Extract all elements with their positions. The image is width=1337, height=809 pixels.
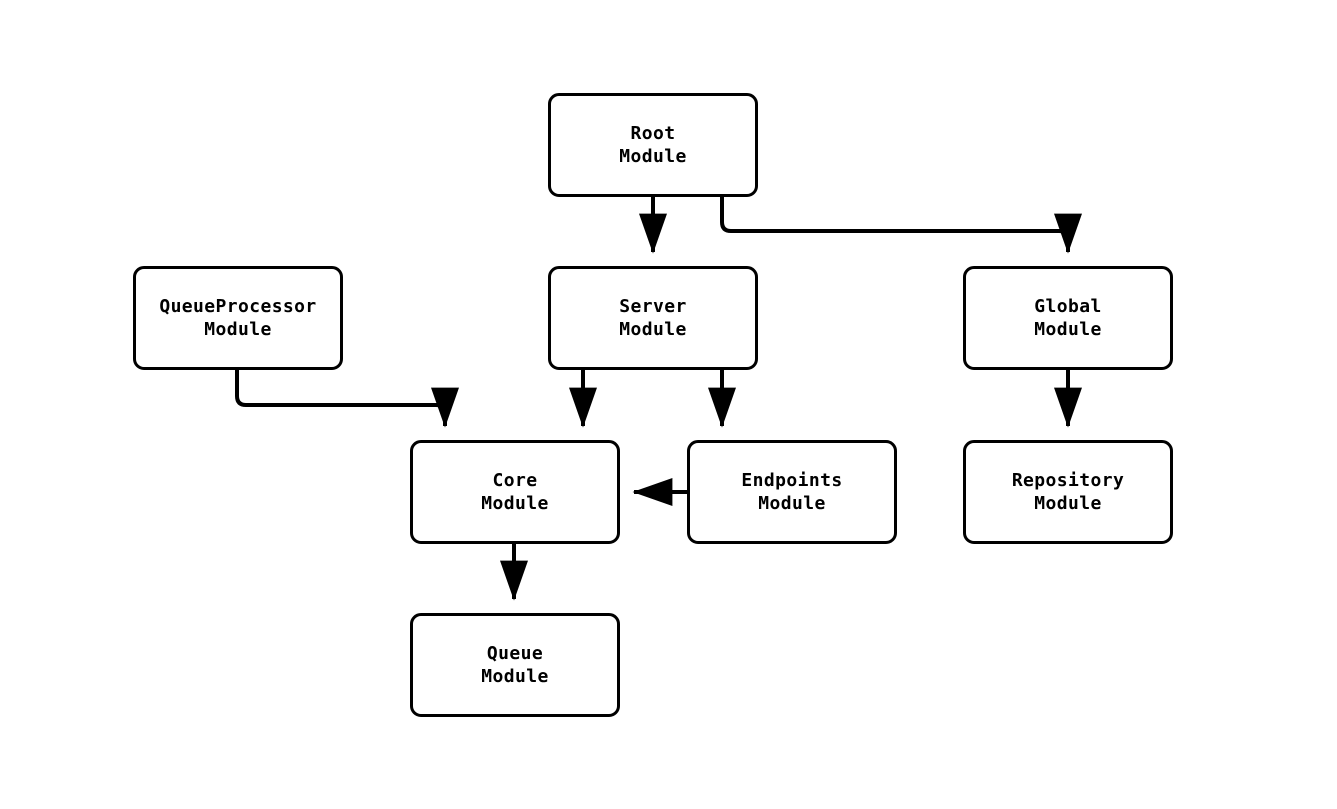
node-queueprocessor-label-line1: QueueProcessor [159, 296, 317, 317]
node-queueprocessor-label-line2: Module [204, 319, 272, 340]
node-server-label-line1: Server [619, 296, 687, 317]
node-core-label-line2: Module [481, 493, 549, 514]
node-repository-label-line2: Module [1034, 493, 1102, 514]
node-root-label-line2: Module [619, 146, 687, 167]
node-repository-label-line1: Repository [1011, 470, 1125, 491]
node-endpoints-label-line1: Endpoints [741, 470, 843, 491]
node-endpoints-label-line2: Module [758, 493, 826, 514]
node-global-label-line1: Global [1034, 296, 1102, 317]
node-root-label-line1: Root [630, 123, 676, 144]
edge-root-global [720, 197, 1082, 254]
edge-queueprocessor-core [235, 370, 459, 428]
node-server-label-line2: Module [619, 319, 687, 340]
node-global-label-line2: Module [1034, 319, 1102, 340]
node-queue-label-line1: Queue [486, 643, 544, 664]
node-queue-label-line2: Module [481, 666, 549, 687]
node-core-label-line1: Core [492, 470, 538, 491]
